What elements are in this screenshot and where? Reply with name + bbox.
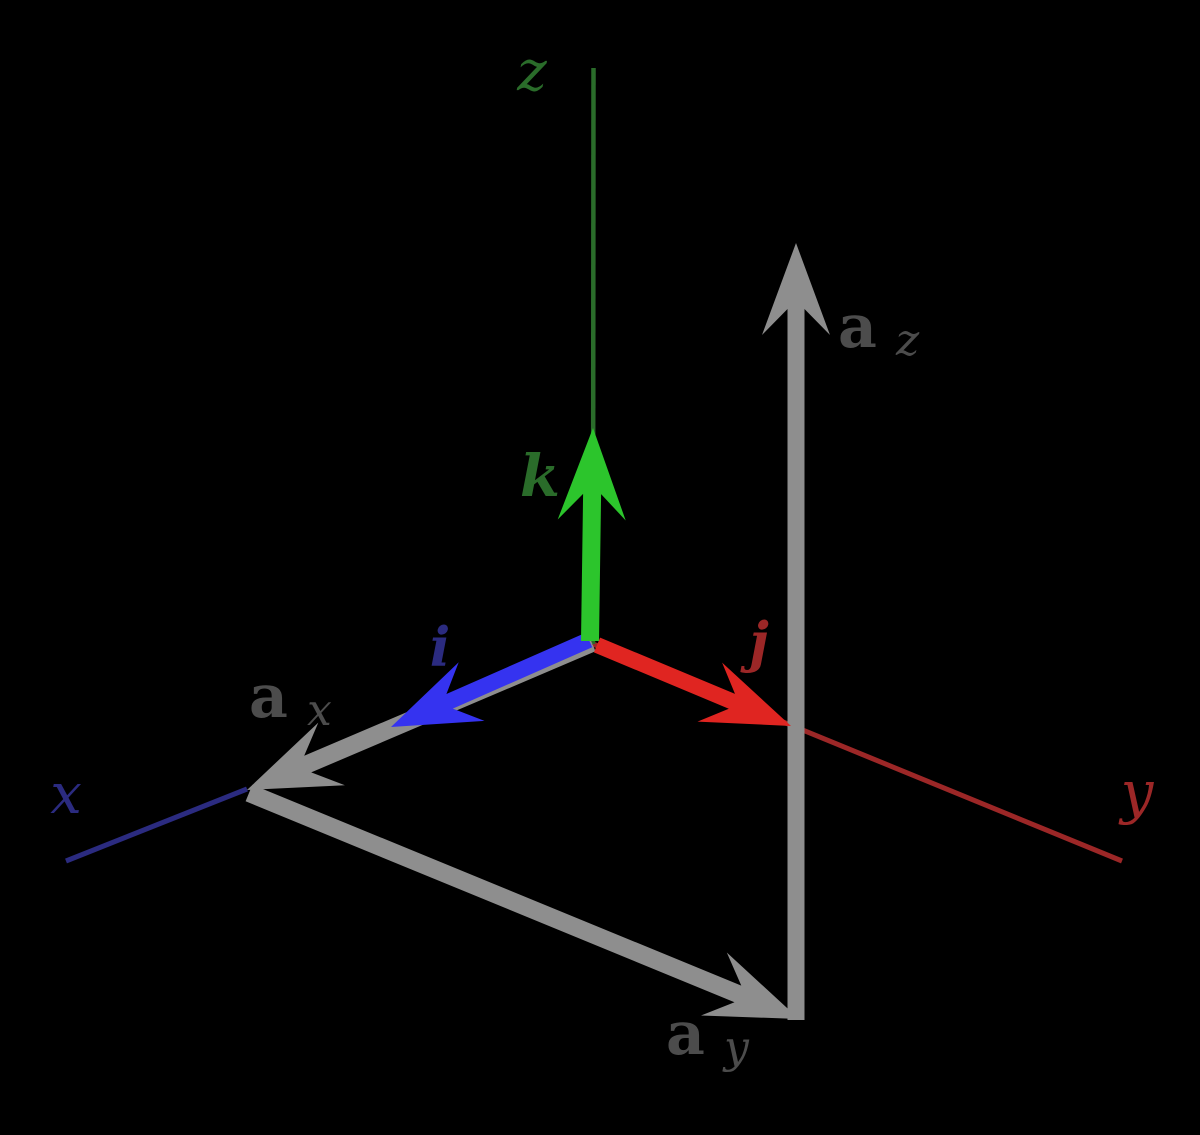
unit-vector-j-arrow: [593, 637, 791, 726]
component-ax-label: a x: [249, 662, 332, 736]
component-az-label: a z: [838, 292, 920, 366]
unit-vector-j-label: j: [740, 610, 769, 674]
component-ax-label-main: a: [249, 662, 288, 732]
component-ay-label: a y: [666, 999, 750, 1073]
unit-vector-i-arrow: [391, 632, 593, 727]
x-axis-label: x: [50, 762, 82, 827]
z-axis-label: z: [516, 39, 547, 104]
component-ay-label-sub: y: [722, 1022, 750, 1073]
unit-vector-k-arrow: [557, 428, 626, 641]
component-vector-az-arrow: [762, 243, 830, 1020]
x-axis-line: [65, 786, 248, 864]
component-vector-ay-arrow: [245, 784, 800, 1019]
y-axis-label: y: [1118, 758, 1155, 826]
component-az-label-main: a: [838, 292, 877, 362]
unit-vector-i-label: i: [430, 615, 451, 679]
component-az-label-sub: z: [895, 315, 920, 366]
unit-vector-k-label: k: [520, 442, 560, 510]
component-ax-label-sub: x: [307, 685, 332, 736]
component-ay-label-main: a: [666, 999, 705, 1069]
